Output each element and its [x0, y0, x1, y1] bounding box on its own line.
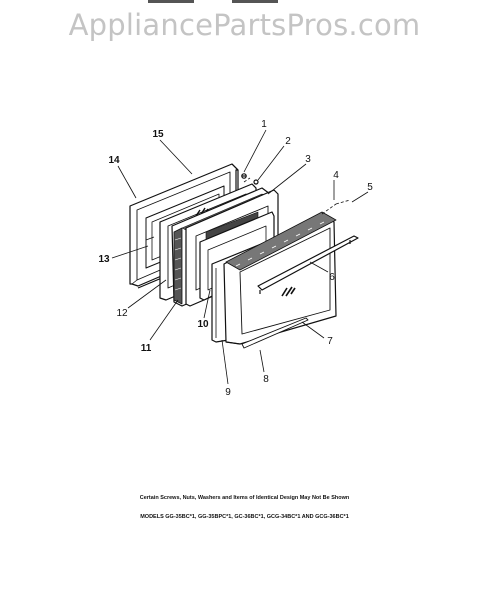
top-edge-mark-left: [148, 0, 194, 3]
callout-14: 14: [108, 155, 120, 166]
footnote: Certain Screws, Nuts, Washers and Items …: [139, 495, 350, 501]
callout-3: 3: [305, 154, 311, 165]
top-edge-mark-right: [232, 0, 278, 3]
callout-8: 8: [263, 374, 269, 385]
bottom-trim: [241, 317, 309, 349]
callout-10: 10: [197, 319, 209, 330]
callout-7: 7: [327, 336, 333, 347]
leader-lines: [111, 129, 369, 385]
hardware-dashed-lines: [243, 177, 351, 215]
callout-numbers: 1 2 3 4 5 6 7 8 9 10 11 12 13 14 15: [98, 119, 373, 398]
callout-11: 11: [141, 343, 152, 354]
screws: [241, 173, 259, 185]
callout-15: 15: [152, 129, 164, 140]
door-handle: [257, 235, 359, 294]
callout-4: 4: [333, 170, 339, 181]
callout-13: 13: [98, 254, 110, 265]
callout-9: 9: [225, 387, 231, 398]
callout-5: 5: [367, 182, 373, 193]
callout-12: 12: [116, 308, 128, 319]
callout-6: 6: [329, 272, 335, 283]
watermark: AppliancePartsPros.com: [68, 8, 421, 42]
callout-2: 2: [285, 136, 291, 147]
callout-1: 1: [261, 119, 267, 130]
model-list: MODELS GG-35BC*1, GG-35BPC*1, GC-36BC*1,…: [140, 514, 349, 520]
